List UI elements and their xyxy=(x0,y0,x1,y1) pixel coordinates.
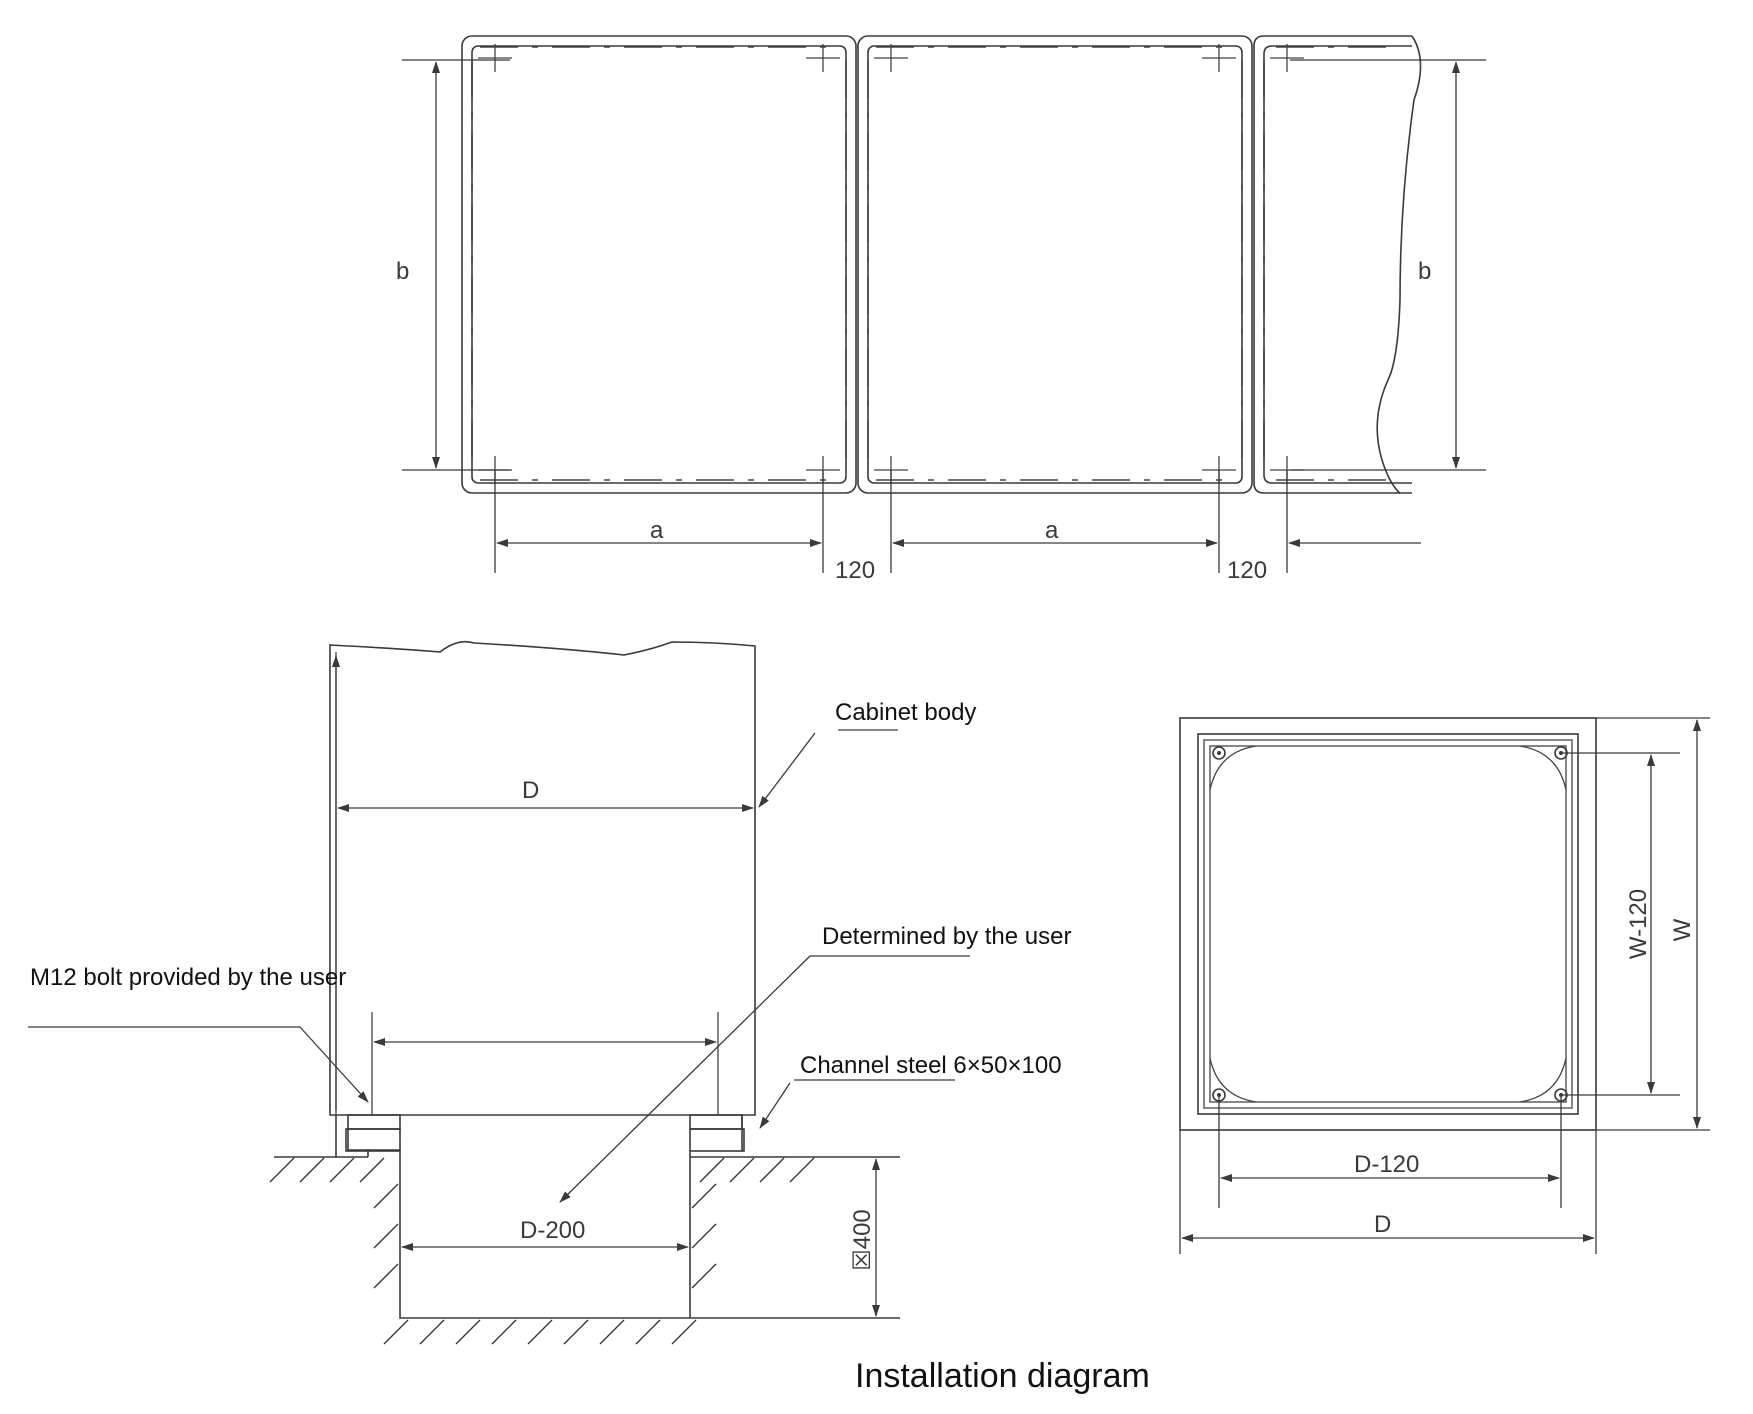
dim-label-a-right: a xyxy=(1045,517,1059,544)
dim-label-gap-right: 120 xyxy=(1227,557,1267,584)
dim-label-d-inner: D-120 xyxy=(1354,1151,1419,1178)
dim-label-a-left: a xyxy=(650,517,664,544)
side-dimension-lines xyxy=(332,655,880,1317)
dim-label-pit-depth: ☒400 xyxy=(849,1209,876,1271)
channel-steel-right xyxy=(689,1114,745,1152)
corner-fillets xyxy=(1209,745,1567,1103)
cabinet-body-outline xyxy=(329,640,756,1116)
side-view: D D-200 ☒400 Cabinet body Determined by … xyxy=(28,640,1071,1345)
plan-extension-lines xyxy=(402,59,1486,573)
dim-label-pit: D-200 xyxy=(520,1217,585,1244)
plan-dimension-lines xyxy=(432,61,1460,547)
dim-label-w-outer: W xyxy=(1669,918,1696,941)
label-cabinet-body: Cabinet body xyxy=(835,699,976,726)
cabinet-2-outline xyxy=(857,35,1253,494)
cabinet-3-partial xyxy=(1253,35,1422,494)
diagram-caption: Installation diagram xyxy=(855,1357,1150,1395)
bolt-holes xyxy=(1212,746,1568,1102)
dim-label-b-right: b xyxy=(1418,258,1431,285)
base-channel-outer xyxy=(1197,733,1579,1115)
cabinet-1-outline xyxy=(461,35,857,494)
dim-label-b-left: b xyxy=(396,258,409,285)
dim-label-depth: D xyxy=(522,777,539,804)
dim-label-d-outer: D xyxy=(1374,1211,1391,1238)
dim-label-w-inner: W-120 xyxy=(1625,889,1652,959)
mounting-hole-marks xyxy=(478,44,1304,484)
label-channel-steel: Channel steel 6×50×100 xyxy=(800,1052,1062,1079)
ground-and-pit xyxy=(274,1151,900,1319)
base-extension-lines xyxy=(1179,717,1710,1254)
channel-steel-left xyxy=(335,1114,401,1157)
dim-label-gap-left: 120 xyxy=(835,557,875,584)
ground-hatching xyxy=(269,1157,815,1345)
label-m12-bolt: M12 bolt provided by the user xyxy=(30,964,346,991)
label-determined-by-user: Determined by the user xyxy=(822,923,1071,950)
plan-view: b b a a 120 120 xyxy=(396,35,1486,584)
leader-lines xyxy=(28,729,970,1203)
base-dimension-lines xyxy=(1181,719,1701,1242)
base-outer-frame xyxy=(1179,717,1597,1131)
base-view: D-120 D W-120 W xyxy=(1179,717,1710,1254)
